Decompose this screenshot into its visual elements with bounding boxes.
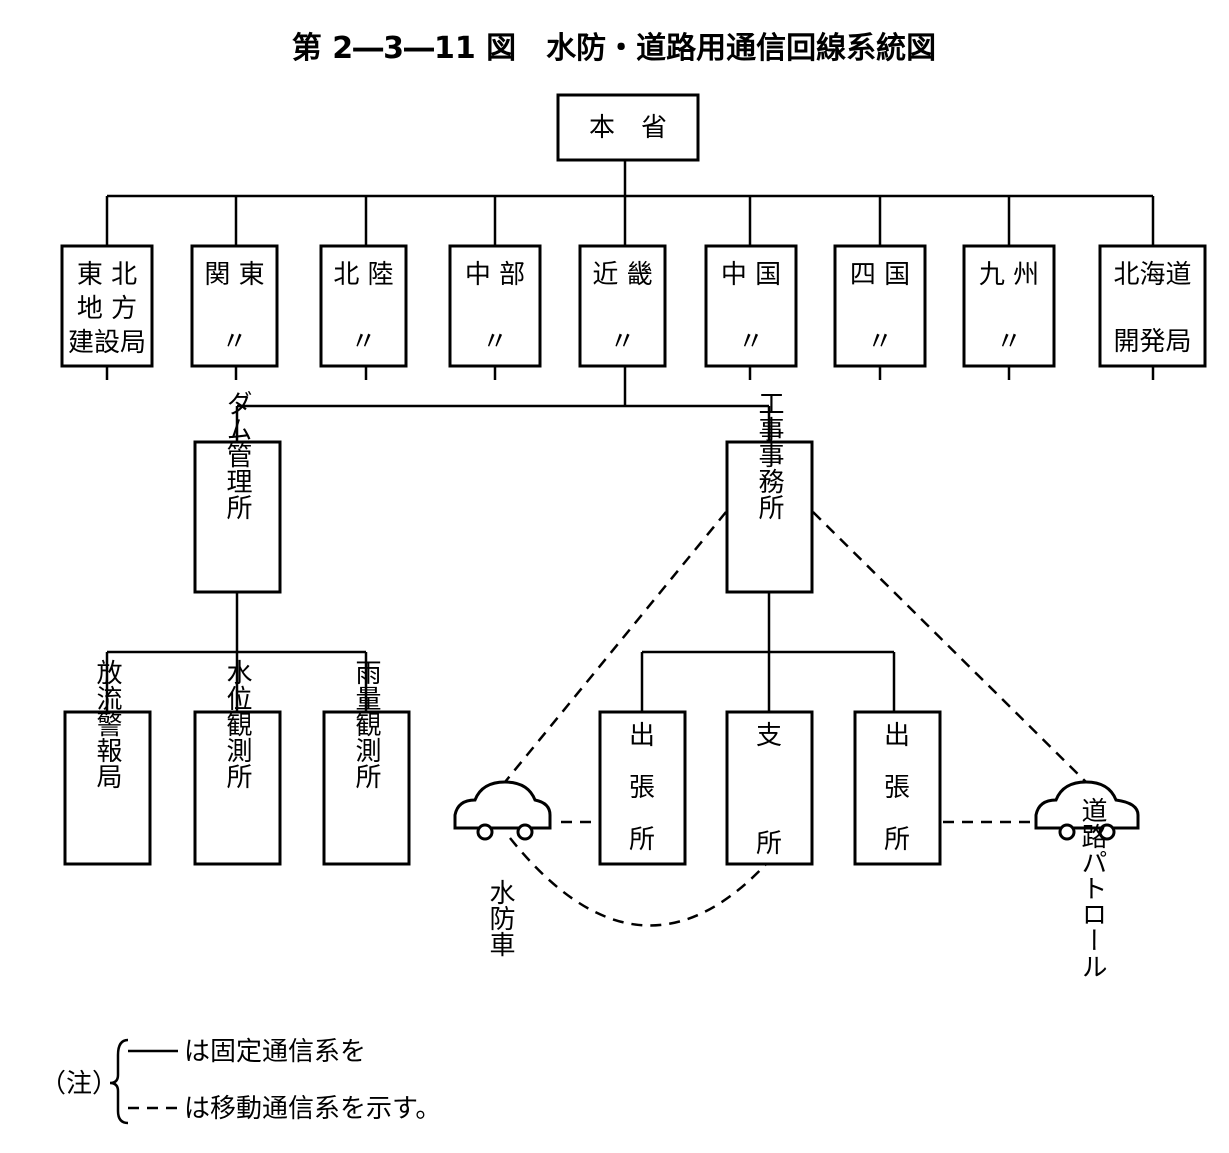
branch-box [725,710,814,866]
region-box [190,244,279,368]
dam-station-box [322,710,411,866]
region-box [962,244,1056,368]
region-ditto-mark: 〃 [350,327,376,357]
ministry-box [556,93,700,162]
legend: （注） は固定通信系を は移動通信系を示す。 [40,1037,441,1125]
region-box [448,244,542,368]
region-label: 地 方 [77,294,137,324]
region-box [578,244,667,368]
legend-fixed-text: は固定通信系を [184,1037,366,1067]
dam-station-label: 雨量観測所 [351,659,381,789]
branch-label-char: 所 [884,825,910,855]
works-office-box [725,440,814,594]
dam-office-label: ダム管理所 [222,390,252,520]
diagram-title: 第 2―3―11 図 水防・道路用通信回線系統図 [292,31,936,66]
region-label: 関 東 [204,260,264,290]
region-label: 中 国 [721,260,781,290]
branch-box [598,710,687,866]
region-box [704,244,798,368]
dam-station-box [193,710,282,866]
fixed-lines [105,160,1155,712]
dam-station-box [63,710,152,866]
region-label: 四 国 [850,260,910,290]
region-label: 北海道 [1113,260,1191,290]
region-ditto-mark: 〃 [867,327,893,357]
region-ditto-mark: 〃 [609,327,635,357]
patrol-vehicle-icon [1034,780,1140,841]
branch-label-char: 所 [629,825,655,855]
branch-label-char: 張 [629,773,655,803]
mobile-lines [504,511,1087,927]
branch-label-char: 出 [884,721,910,751]
dam-station-label: 放流警報局 [92,659,122,789]
dam-office-box [193,440,282,594]
region-label: 開発局 [1113,327,1191,357]
region-ditto-mark: 〃 [738,327,764,357]
branch-label-char: 支 [756,721,782,751]
region-label: 北 陸 [333,260,393,290]
works-office-label: 工事事務所 [754,390,784,520]
branch-label-char: 出 [629,721,655,751]
region-ditto-mark: 〃 [996,327,1022,357]
dam-station-label: 水位観測所 [222,659,252,789]
flood-vehicle-icon [453,780,552,841]
branch-box [853,710,942,866]
ministry-label: 本 省 [589,113,667,143]
region-box [319,244,408,368]
region-label: 九 州 [979,260,1039,290]
dam-stations: 放流警報局 水位観測所 雨量観測所 [63,659,411,866]
legend-brace [109,1038,129,1125]
region-ditto-mark: 〃 [221,327,247,357]
region-label: 近 畿 [592,260,652,290]
legend-prefix: （注） [40,1069,118,1099]
patrol-vehicle-label: 道路パトロール [1077,797,1107,979]
region-label: 建設局 [68,328,146,358]
branch-label-char: 張 [884,773,910,803]
region-label: 中 部 [465,260,525,290]
region-box [60,244,154,368]
flood-vehicle-label: 水防車 [485,879,515,957]
branch-label-char: 所 [756,829,782,859]
region-label: 東 北 [77,260,137,290]
region-box [833,244,927,368]
legend-mobile-text: は移動通信系を示す。 [184,1094,441,1124]
region-box [1098,244,1207,368]
region-ditto-mark: 〃 [482,327,508,357]
